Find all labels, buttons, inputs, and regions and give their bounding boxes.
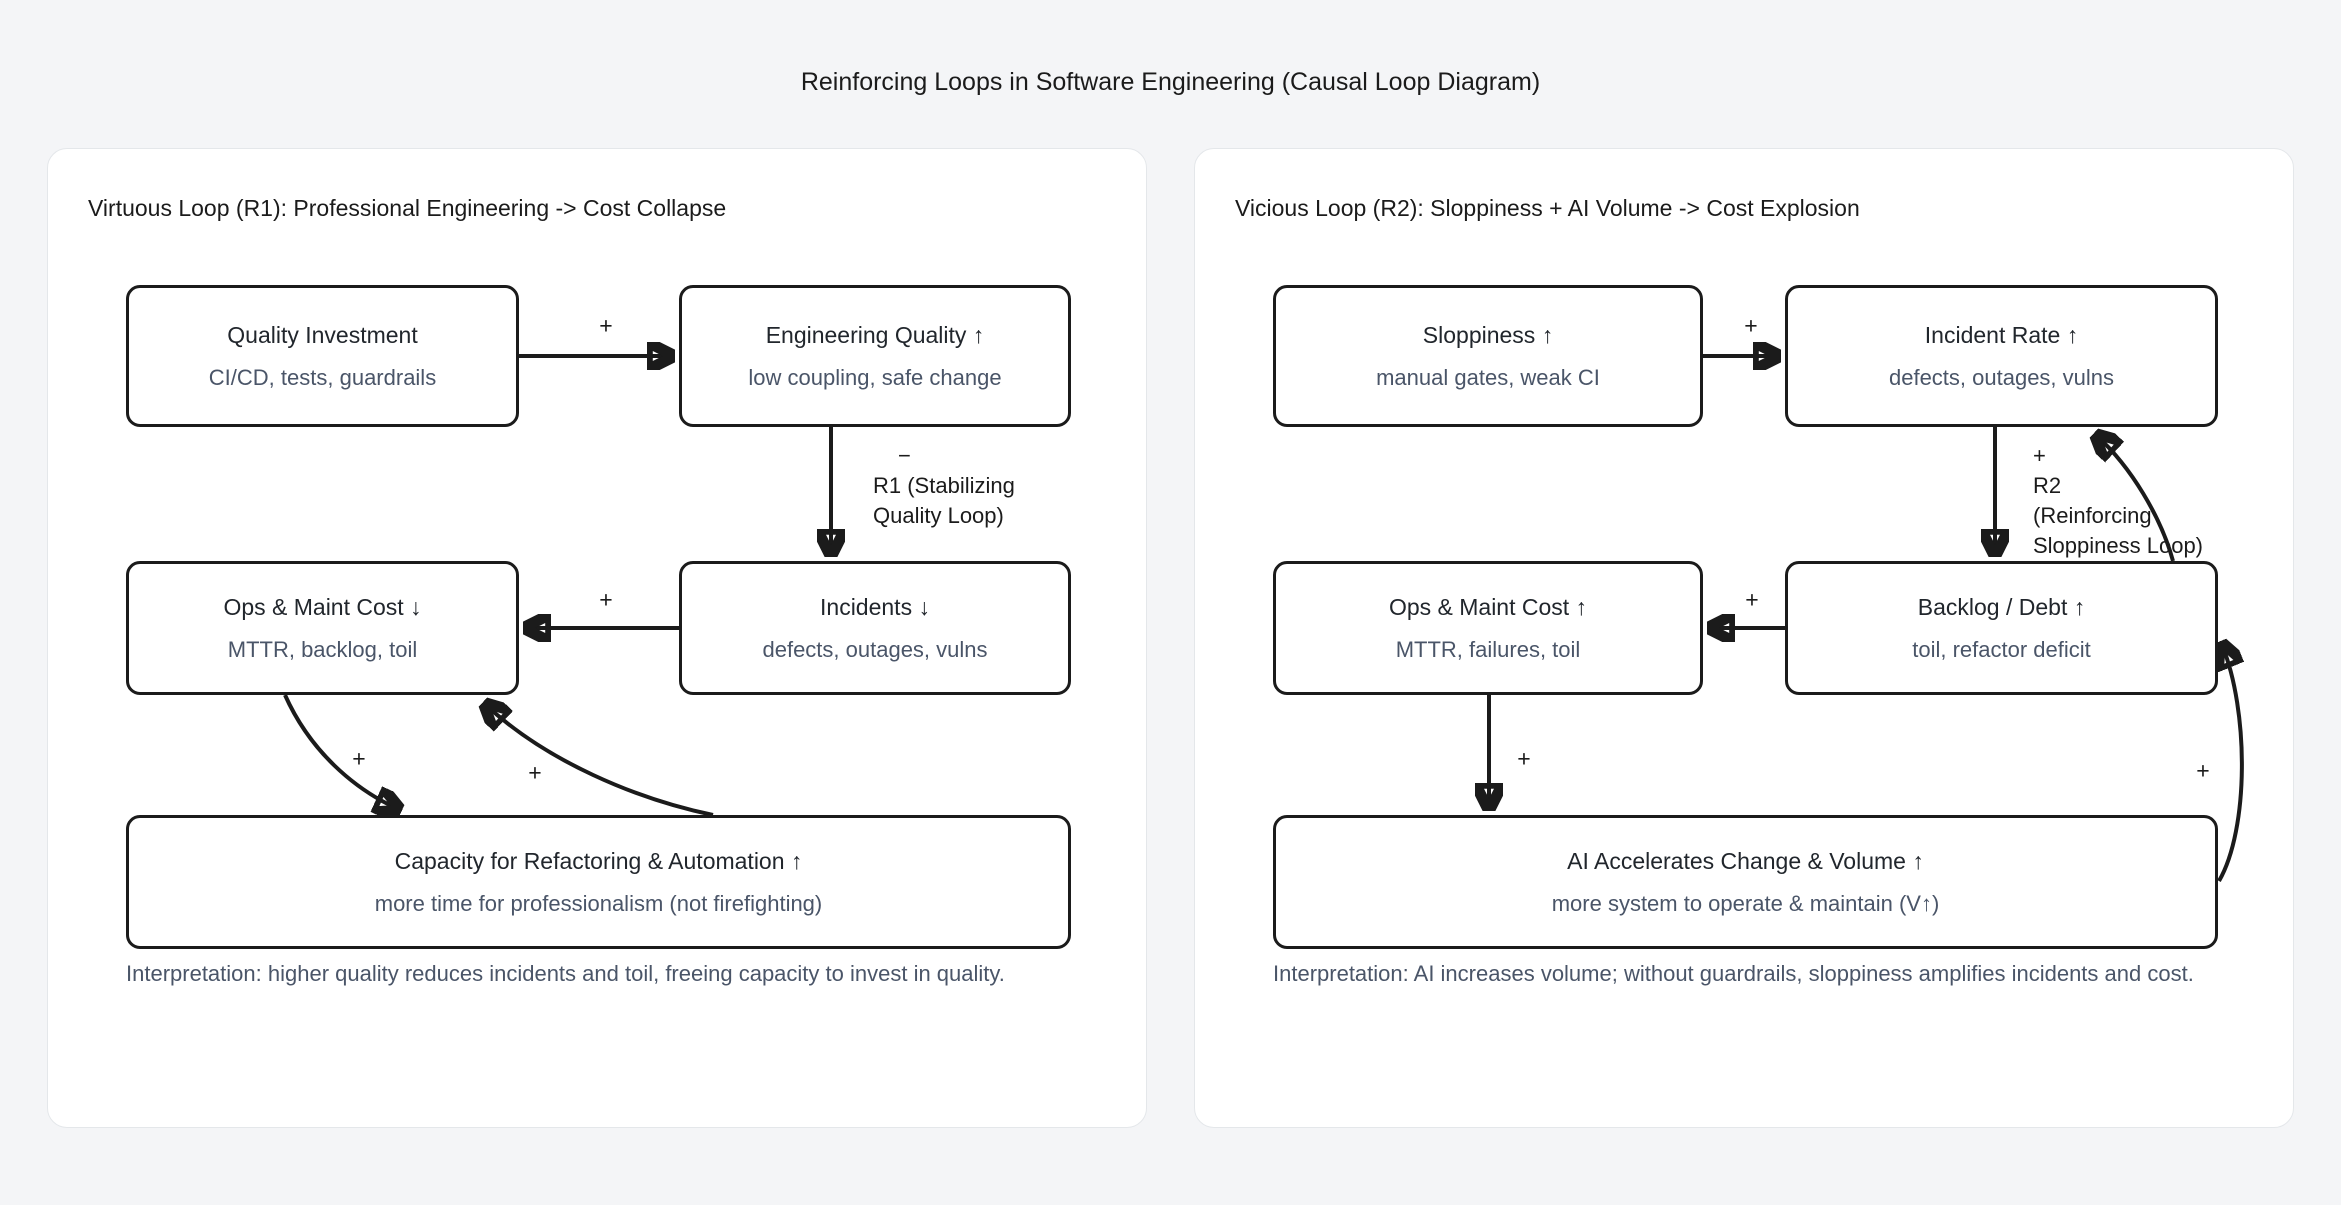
edge-sign-quality-to-engineering: + (599, 312, 613, 339)
node-title: AI Accelerates Change & Volume ↑ (1567, 847, 1924, 874)
loop-label-r1: − R1 (Stabilizing Quality Loop) (873, 441, 1015, 531)
node-title: Capacity for Refactoring & Automation ↑ (394, 847, 803, 874)
loop-label-r2: + R2 (Reinforcing Sloppiness Loop) (2033, 441, 2203, 561)
node-title: Quality Investment (227, 321, 418, 348)
edge-sign-backlog-to-ops: + (1745, 586, 1759, 613)
node-subtitle: CI/CD, tests, guardrails (208, 364, 437, 390)
node-subtitle: more system to operate & maintain (V↑) (1551, 890, 1940, 916)
node-title: Backlog / Debt ↑ (1917, 593, 2086, 620)
node-subtitle: low coupling, safe change (748, 364, 1002, 390)
loop-line: R1 (Stabilizing (873, 473, 1015, 498)
edge-sign-ai-to-backlog: + (2196, 757, 2210, 784)
node-ai-accelerates-volume: AI Accelerates Change & Volume ↑ more sy… (1273, 815, 2218, 949)
edge-ai-to-backlog-arrow (2219, 645, 2242, 882)
node-title: Engineering Quality ↑ (765, 321, 985, 348)
node-title: Ops & Maint Cost ↑ (1388, 593, 1588, 620)
loop-line: Sloppiness Loop) (2033, 533, 2204, 558)
edge-sign-ops-to-capacity: + (352, 745, 366, 772)
interpretation-r1: Interpretation: higher quality reduces i… (126, 961, 1005, 986)
loop-line: (Reinforcing (2033, 503, 2152, 528)
panel-header-r1: Virtuous Loop (R1): Professional Enginee… (88, 195, 727, 221)
node-sloppiness: Sloppiness ↑ manual gates, weak CI (1273, 285, 1703, 427)
node-subtitle: defects, outages, vulns (1888, 364, 2115, 390)
edge-sign-capacity-to-ops: + (528, 759, 542, 786)
node-ops-maint-cost-down: Ops & Maint Cost ↓ MTTR, backlog, toil (126, 561, 519, 695)
node-engineering-quality: Engineering Quality ↑ low coupling, safe… (679, 285, 1071, 427)
edge-ops-to-capacity-arrow (283, 694, 398, 809)
edge-capacity-to-ops-arrow (486, 705, 714, 817)
node-subtitle: more time for professionalism (not firef… (374, 890, 823, 916)
loop-sign-r1: − (898, 443, 911, 468)
node-subtitle: MTTR, failures, toil (1395, 636, 1581, 662)
node-capacity-refactoring: Capacity for Refactoring & Automation ↑ … (126, 815, 1071, 949)
node-title: Ops & Maint Cost ↓ (223, 593, 422, 620)
node-incident-rate: Incident Rate ↑ defects, outages, vulns (1785, 285, 2218, 427)
node-subtitle: toil, refactor deficit (1912, 636, 2091, 662)
loop-line: R2 (2033, 473, 2062, 498)
node-subtitle: manual gates, weak CI (1376, 364, 1600, 390)
panel-header-r2: Vicious Loop (R2): Sloppiness + AI Volum… (1235, 195, 1860, 221)
page-title: Reinforcing Loops in Software Engineerin… (800, 68, 1541, 96)
node-ops-maint-cost-up: Ops & Maint Cost ↑ MTTR, failures, toil (1273, 561, 1703, 695)
node-quality-investment: Quality Investment CI/CD, tests, guardra… (126, 285, 519, 427)
node-title: Incidents ↓ (820, 593, 930, 620)
panel-virtuous-loop-r1: Virtuous Loop (R1): Professional Enginee… (47, 148, 1147, 1128)
node-incidents-down: Incidents ↓ defects, outages, vulns (679, 561, 1071, 695)
node-title: Incident Rate ↑ (1924, 321, 2079, 348)
loop-sign-r2: + (2033, 443, 2046, 468)
node-backlog-debt: Backlog / Debt ↑ toil, refactor deficit (1785, 561, 2218, 695)
edge-sign-incidents-to-ops: + (599, 586, 613, 613)
node-title: Sloppiness ↑ (1422, 321, 1554, 348)
node-subtitle: defects, outages, vulns (762, 636, 988, 662)
edge-sign-ops-to-ai: + (1517, 745, 1531, 772)
edge-sign-sloppiness-to-incident: + (1744, 312, 1758, 339)
loop-line: Quality Loop) (873, 503, 1004, 528)
interpretation-r2: Interpretation: AI increases volume; wit… (1273, 961, 2194, 986)
node-subtitle: MTTR, backlog, toil (227, 636, 418, 662)
panel-vicious-loop-r2: Vicious Loop (R2): Sloppiness + AI Volum… (1194, 148, 2294, 1128)
